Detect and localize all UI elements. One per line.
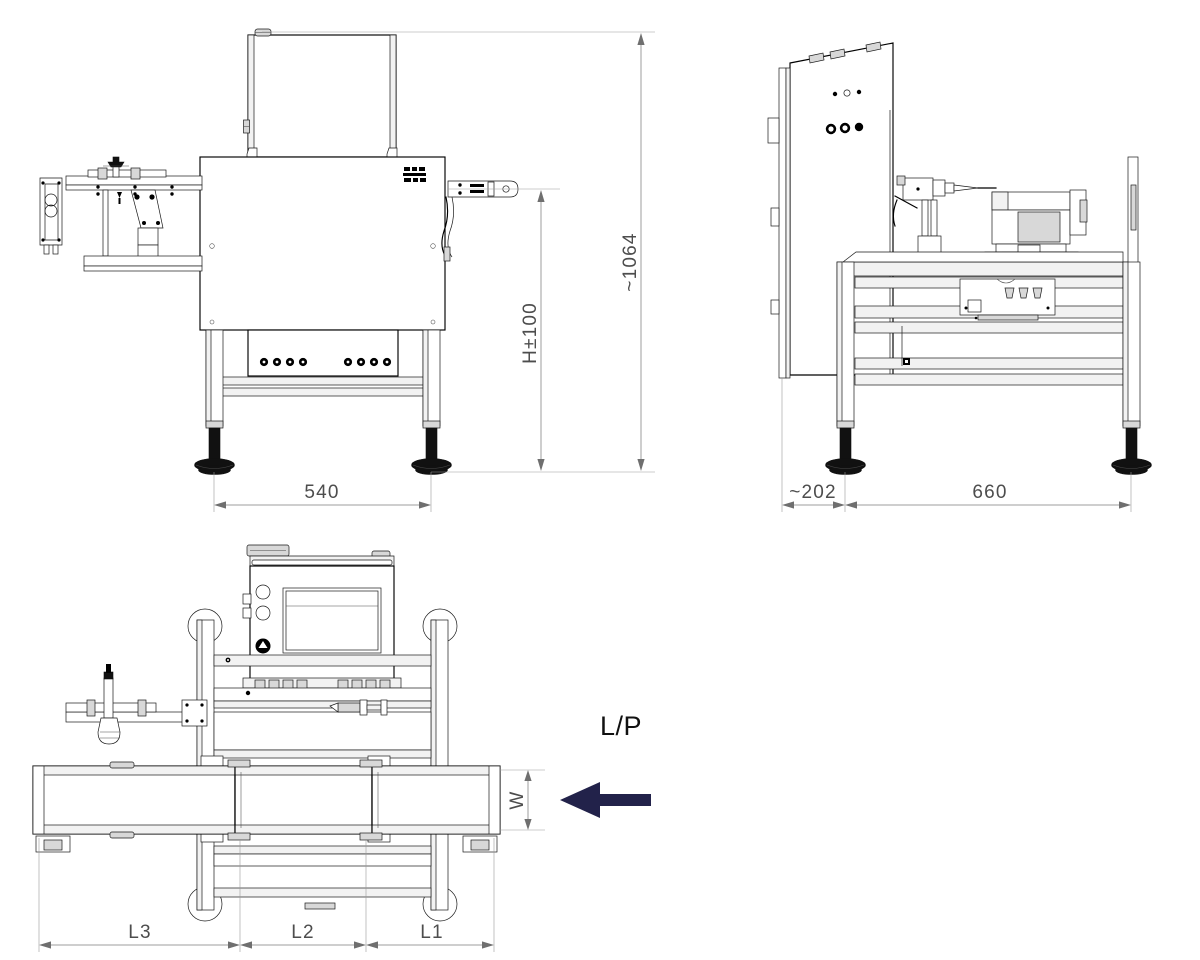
front-dimensions: ~1064 H±100 540 [213,31,655,512]
front-main-cabinet [199,156,446,331]
side-frame [841,156,1139,386]
dim-length-infeed-text: L1 [420,922,444,943]
flow-direction-annotation: L/P [560,711,651,818]
front-upper-enclosure [243,28,398,181]
view-side-elevation: ~202 660 [767,41,1152,512]
flow-direction-arrow-icon [560,782,651,818]
view-top-plan: W L3 L2 [32,544,545,952]
top-control-panel [242,544,402,690]
dim-length-infeed: L1 [366,922,494,949]
dim-overall-height-text: ~1064 [620,232,641,291]
front-connector-block [403,167,426,182]
side-detector-module [984,189,1088,269]
top-sensor-assembly [65,664,208,745]
dim-length-centre-text: L2 [291,922,315,943]
dim-front-leg-span-text: 540 [304,482,339,503]
dim-side-overhang-text: ~202 [789,482,837,503]
dim-side-leg-span-text: 660 [972,482,1007,503]
flow-direction-label: L/P [600,711,642,741]
side-dimensions: ~202 660 [781,378,1132,512]
dim-belt-width-text: W [507,790,528,809]
front-lower-frame [194,329,452,475]
dim-work-height: H±100 [520,190,545,471]
front-infeed-conveyor [39,156,203,272]
top-dimensions: W L3 L2 [38,769,545,952]
dim-length-outfeed-text: L3 [128,922,152,943]
top-frame [187,608,458,922]
dim-overall-height: ~1064 [620,33,645,471]
dim-length-centre: L2 [240,922,366,949]
side-cabinet-door [767,41,894,379]
dim-length-outfeed: L3 [39,922,240,949]
top-conveyor-belts [32,759,501,853]
view-front-elevation: ~1064 H±100 540 [39,28,655,512]
dim-front-leg-span: 540 [214,482,431,509]
side-reject-arm [892,175,997,257]
dim-work-height-text: H±100 [520,302,541,364]
front-outfeed-stub [441,180,519,262]
dim-belt-width: W [507,770,532,830]
dim-side-leg-span: 660 [845,482,1131,509]
dim-side-overhang: ~202 [782,482,845,509]
side-legs [825,261,1152,475]
